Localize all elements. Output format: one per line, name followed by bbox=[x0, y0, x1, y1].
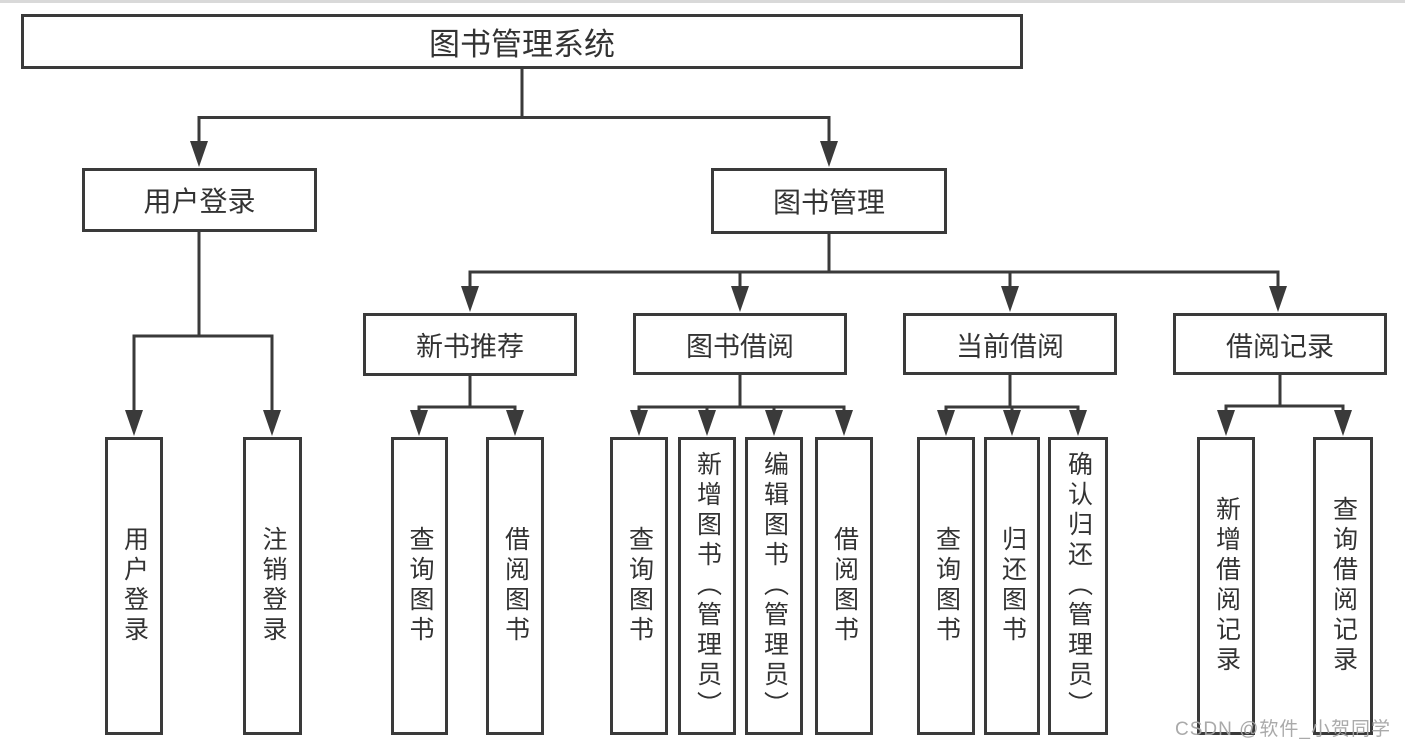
arrowhead bbox=[820, 141, 838, 167]
node-label: 注销登录 bbox=[259, 526, 287, 646]
node-book-borrow: 图书借阅 bbox=[633, 313, 847, 375]
node-library-management-system: 图书管理系统 bbox=[21, 14, 1023, 69]
node-label: 查询图书 bbox=[625, 526, 654, 646]
node-label: 编辑图书（管理员） bbox=[760, 451, 789, 721]
leaf-borrow-books: 借阅图书 bbox=[486, 437, 544, 735]
arrowhead bbox=[1001, 286, 1019, 312]
node-label: 新增图书（管理员） bbox=[693, 451, 722, 721]
node-label: 查询图书 bbox=[406, 526, 434, 646]
arrowhead bbox=[630, 410, 648, 436]
arrowhead bbox=[410, 410, 428, 436]
node-label: 新增借阅记录 bbox=[1212, 496, 1241, 676]
arrowhead bbox=[190, 141, 208, 167]
arrowhead bbox=[1069, 410, 1087, 436]
leaf-query-borrow-record: 查询借阅记录 bbox=[1313, 437, 1373, 735]
node-label: 借阅图书 bbox=[830, 526, 859, 646]
arrowhead bbox=[1217, 410, 1235, 436]
leaf-logout: 注销登录 bbox=[243, 437, 302, 735]
node-label: 用户登录 bbox=[143, 186, 256, 217]
leaf-query-books: 查询图书 bbox=[610, 437, 668, 735]
node-book-management: 图书管理 bbox=[711, 168, 947, 234]
leaf-query-books: 查询图书 bbox=[917, 437, 975, 735]
arrowhead bbox=[1003, 410, 1021, 436]
node-label: 借阅图书 bbox=[501, 526, 530, 646]
node-borrow-records: 借阅记录 bbox=[1173, 313, 1387, 375]
node-label: 图书管理系统 bbox=[429, 27, 615, 62]
node-user-login-group: 用户登录 bbox=[82, 168, 317, 232]
arrowhead bbox=[506, 410, 524, 436]
node-label: 查询借阅记录 bbox=[1329, 496, 1358, 676]
csdn-watermark: CSDN @软件_小贺同学 bbox=[1175, 719, 1391, 740]
image-top-edge bbox=[0, 0, 1405, 3]
arrowhead bbox=[1269, 286, 1287, 312]
leaf-add-book-admin: 新增图书（管理员） bbox=[678, 437, 736, 735]
node-label: 图书管理 bbox=[772, 187, 885, 218]
tree-connectors bbox=[132, 69, 1345, 414]
leaf-borrow-books: 借阅图书 bbox=[815, 437, 873, 735]
node-current-borrow: 当前借阅 bbox=[903, 313, 1117, 375]
arrowhead bbox=[1334, 410, 1352, 436]
arrowhead bbox=[461, 286, 479, 312]
node-label: 确认归还（管理员） bbox=[1064, 451, 1093, 721]
leaf-edit-book-admin: 编辑图书（管理员） bbox=[745, 437, 803, 735]
arrowhead bbox=[835, 410, 853, 436]
node-label: 借阅记录 bbox=[1226, 331, 1334, 362]
node-label: 新书推荐 bbox=[416, 332, 524, 362]
leaf-confirm-return-admin: 确认归还（管理员） bbox=[1048, 437, 1108, 735]
leaf-add-borrow-record: 新增借阅记录 bbox=[1197, 437, 1255, 735]
node-label: 归还图书 bbox=[998, 526, 1027, 646]
leaf-user-login: 用户登录 bbox=[105, 437, 163, 735]
leaf-return-book: 归还图书 bbox=[984, 437, 1040, 735]
node-label: 当前借阅 bbox=[956, 331, 1064, 362]
leaf-query-books: 查询图书 bbox=[391, 437, 448, 735]
node-label: 图书借阅 bbox=[686, 331, 794, 362]
node-label: 用户登录 bbox=[120, 526, 149, 646]
arrowhead bbox=[731, 286, 749, 312]
arrowhead bbox=[765, 410, 783, 436]
node-label: 查询图书 bbox=[932, 526, 961, 646]
arrowhead bbox=[125, 410, 143, 436]
arrowhead bbox=[937, 410, 955, 436]
arrowhead bbox=[263, 410, 281, 436]
node-new-book-recommend: 新书推荐 bbox=[363, 313, 577, 376]
arrowhead bbox=[698, 410, 716, 436]
